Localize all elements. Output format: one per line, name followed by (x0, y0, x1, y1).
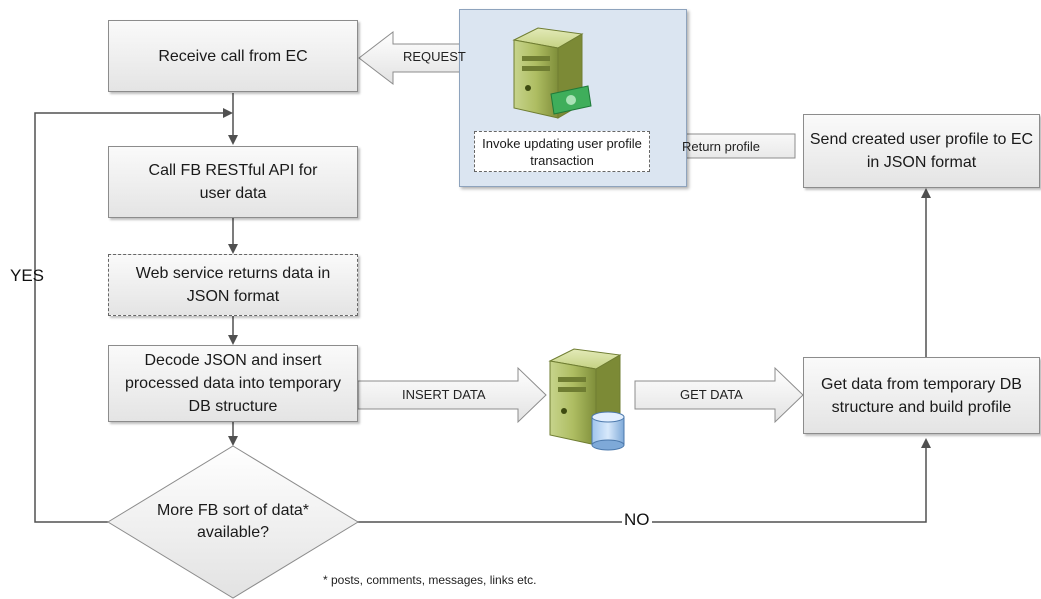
send-profile-text: Send created user profile to EC in JSON … (809, 131, 1034, 171)
web-service-returns-text: Web service returns data in JSON format (135, 265, 331, 305)
money-icon (550, 85, 592, 115)
decode-json-node: Decode JSON and insert processed data in… (108, 345, 358, 422)
get-data-node: Get data from temporary DB structure and… (803, 357, 1040, 434)
get-data-text: Get data from temporary DB structure and… (821, 375, 1022, 416)
insert-data-arrow (357, 366, 547, 424)
get-data-arrow (634, 366, 804, 424)
arrow-yes-loop (34, 108, 233, 523)
invoke-update-text: Invoke updating user profile transaction (482, 135, 642, 168)
insert-data-label: INSERT DATA (402, 387, 486, 402)
yes-label: YES (10, 266, 45, 285)
send-profile-node: Send created user profile to EC in JSON … (803, 114, 1040, 188)
decision-text: More FB sort of data* available? (156, 502, 310, 541)
call-api-text: Call FB RESTful API for user data (148, 162, 318, 202)
database-server-icon (548, 348, 625, 451)
arrow-no-to-get-data (357, 438, 931, 523)
receive-call-text: Receive call from EC (158, 47, 308, 65)
request-label: REQUEST (403, 49, 466, 64)
no-label: NO (622, 510, 652, 530)
database-icon (591, 411, 625, 451)
footnote: * posts, comments, messages, links etc. (323, 573, 537, 587)
receive-call-node: Receive call from EC (108, 20, 358, 92)
get-data-label: GET DATA (680, 387, 743, 402)
invoke-update-box: Invoke updating user profile transaction (474, 131, 650, 172)
decision-diamond (107, 445, 359, 599)
decode-json-text: Decode JSON and insert processed data in… (124, 352, 342, 415)
call-api-node: Call FB RESTful API for user data (108, 146, 358, 218)
web-service-returns-node: Web service returns data in JSON format (108, 254, 358, 316)
return-profile-label: Return profile (682, 139, 761, 154)
